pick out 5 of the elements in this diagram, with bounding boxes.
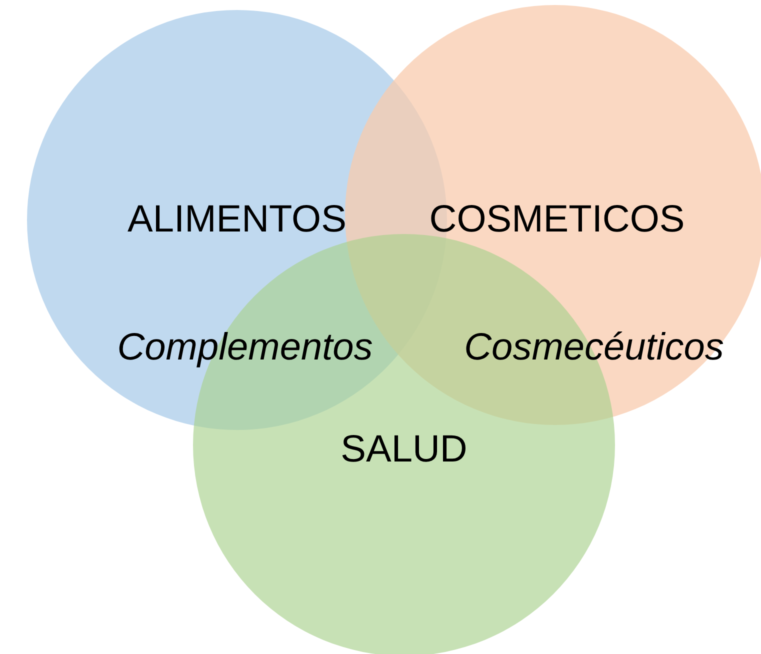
set-label: SALUD [340,428,468,472]
set-label: COSMETICOS [429,198,685,242]
set-label: ALIMENTOS [128,198,346,242]
intersection-label: Complementos [117,326,373,370]
intersection-label: Cosmecéuticos [464,326,724,370]
